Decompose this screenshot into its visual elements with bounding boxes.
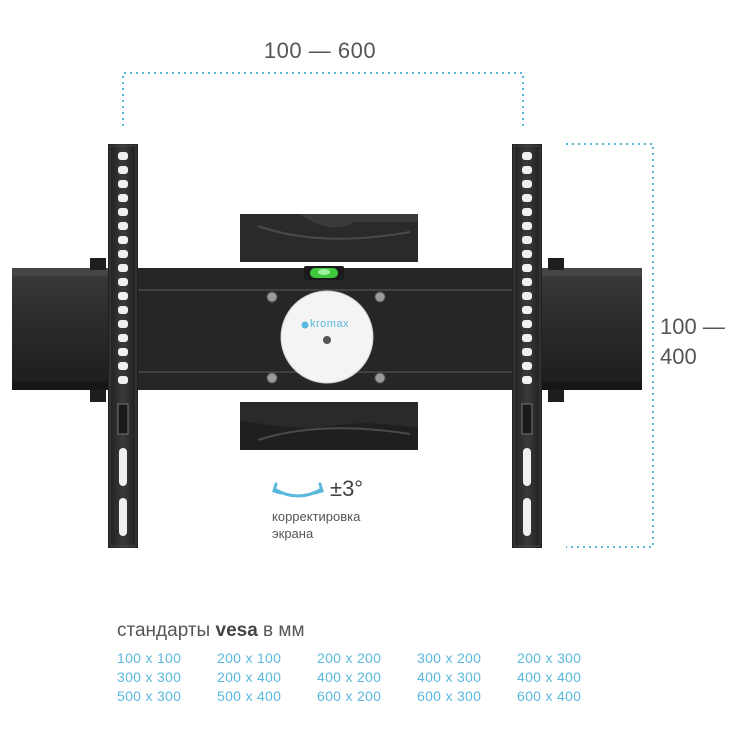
vertical-dimension-line2: 400 <box>660 344 697 369</box>
tilt-label: корректировка экрана <box>272 508 412 542</box>
vesa-size: 300 x 200 <box>417 650 482 666</box>
vesa-title-prefix: стандарты <box>117 620 216 641</box>
vesa-size: 200 x 400 <box>217 669 282 685</box>
vesa-size: 200 x 200 <box>317 650 382 666</box>
lower-swivel-block <box>240 402 418 450</box>
spirit-level <box>304 266 344 280</box>
mount-screws <box>266 291 386 384</box>
vesa-size: 600 x 400 <box>517 688 582 704</box>
vesa-size: 100 x 100 <box>117 650 182 666</box>
vesa-size: 400 x 300 <box>417 669 482 685</box>
vertical-dimension-line <box>566 143 654 548</box>
vesa-size: 400 x 200 <box>317 669 382 685</box>
vesa-sizes-grid: 100 x 100 200 x 100 200 x 200 300 x 200 … <box>117 650 617 704</box>
vesa-size: 600 x 300 <box>417 688 482 704</box>
right-vertical-rail <box>512 144 542 548</box>
vesa-size: 200 x 100 <box>217 650 282 666</box>
brand-disc <box>280 290 374 384</box>
vertical-dimension-line1: 100 — <box>660 314 725 339</box>
vesa-title: стандарты vesa в мм <box>117 620 305 642</box>
vesa-size: 500 x 400 <box>217 688 282 704</box>
tilt-label-line1: корректировка <box>272 509 361 524</box>
left-vertical-rail <box>108 144 138 548</box>
vesa-size: 600 x 200 <box>317 688 382 704</box>
vesa-size: 500 x 300 <box>117 688 182 704</box>
vesa-title-suffix: в мм <box>257 620 305 641</box>
vesa-size: 200 x 300 <box>517 650 582 666</box>
horizontal-dimension-label: 100 — 600 <box>263 38 377 63</box>
brand-logo: kromax <box>310 318 350 330</box>
tilt-value: ±3° <box>330 476 364 501</box>
horizontal-dimension-line <box>122 72 524 126</box>
vesa-size: 400 x 400 <box>517 669 582 685</box>
vesa-size: 300 x 300 <box>117 669 182 685</box>
tilt-label-line2: экрана <box>272 526 314 541</box>
rotate-arrow-icon <box>272 482 324 498</box>
vertical-dimension-label: 100 — 400 <box>660 312 750 372</box>
upper-swivel-block <box>240 214 418 262</box>
vesa-title-bold: vesa <box>215 620 258 641</box>
